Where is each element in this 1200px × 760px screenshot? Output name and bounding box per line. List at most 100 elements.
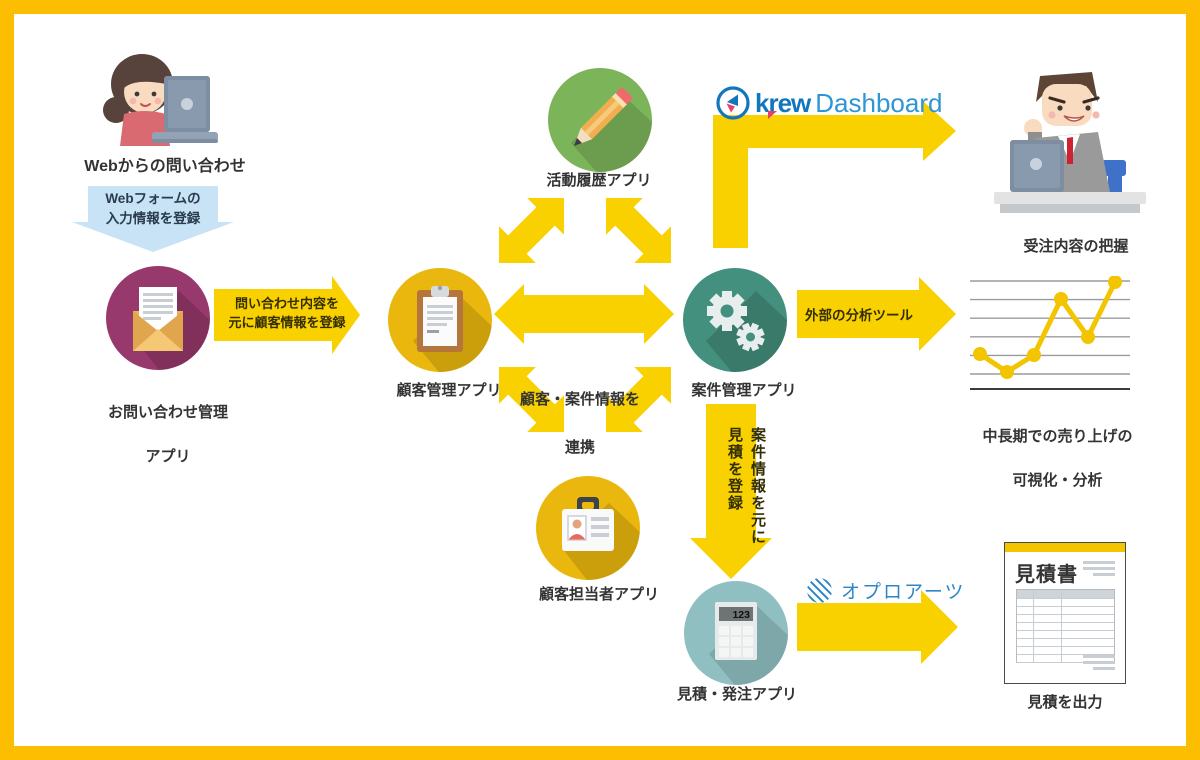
activity-app-circle [548, 68, 652, 172]
chart-data-point [1108, 276, 1122, 289]
arrow-case-to-estimate [690, 404, 772, 579]
quote-table-cell [1017, 607, 1035, 614]
quote-table-cell [1017, 655, 1035, 662]
inquiry-app-circle [106, 266, 210, 370]
quote-output-label: 見積を出力 [1027, 694, 1103, 711]
activity-app-label: 活動履歴アプリ [546, 172, 652, 189]
quote-table-row [1017, 639, 1114, 647]
krew-pink-accent [768, 111, 777, 119]
estimate-app-circle: 123 [684, 581, 788, 685]
link-note-line1: 顧客・案件情報を [519, 391, 640, 408]
arrow-inquiry-to-customer [214, 276, 360, 354]
quote-table-row [1017, 631, 1114, 639]
register-estimate-col1: 案件情報を元に [749, 427, 766, 546]
sales-chart-label: 中長期での売り上げの 可視化・分析 [955, 404, 1160, 492]
krew-dashboard-logo: krew Dashboard [716, 84, 942, 122]
web-form-arrow-text: Webフォームの 入力情報を登録 [73, 189, 233, 229]
quote-table-cell [1017, 615, 1035, 622]
quote-table-cell [1017, 623, 1035, 630]
quote-table-cell [1062, 623, 1114, 630]
quote-table-row [1017, 599, 1114, 607]
quote-table-cell [1062, 607, 1114, 614]
quote-table-cell [1017, 639, 1035, 646]
arrow-customer-case-double [494, 284, 674, 344]
chart-data-point [1027, 348, 1041, 362]
inquiry-app-label-line1: お問い合わせ管理 [107, 404, 228, 421]
web-inquiry-label: Webからの問い合わせ [84, 158, 246, 175]
quote-table-cell [1034, 631, 1062, 638]
web-form-arrow-line2: 入力情報を登録 [105, 211, 201, 226]
arrow-external-tool [797, 277, 956, 351]
quote-table-row [1017, 647, 1114, 655]
case-app-circle [683, 268, 787, 372]
diagram-background: Webからの問い合わせ Webフォームの 入力情報を登録 [14, 14, 1186, 746]
register-customer-line1: 問い合わせ内容を [234, 296, 339, 311]
calculator-icon: 123 [715, 602, 757, 660]
krew-logo-icon [716, 86, 750, 120]
arrow-estimate-to-quote [797, 590, 958, 664]
quote-table-cell [1017, 599, 1035, 606]
register-estimate-col2: 見積を登録 [726, 427, 743, 512]
quote-table-cell [1034, 615, 1062, 622]
quote-table-cell [1017, 631, 1035, 638]
calculator-display: 123 [732, 609, 750, 621]
customer-app-label: 顧客管理アプリ [396, 382, 502, 399]
chart-line-series [978, 280, 1118, 375]
external-tool-arrow-text: 外部の分析ツール [805, 308, 913, 323]
quote-table-cell [1034, 623, 1062, 630]
quote-table-cell [1062, 647, 1114, 654]
quote-table-cell [1034, 647, 1062, 654]
case-app-label: 案件管理アプリ [691, 382, 797, 399]
quote-table-row [1017, 655, 1114, 663]
opro-arts-logo: オプロアーツ [806, 577, 965, 604]
id-badge-icon [562, 497, 614, 551]
quote-document: 見積書 [1004, 542, 1126, 684]
quote-table-cell [1034, 655, 1062, 662]
contact-app-label: 顧客担当者アプリ [538, 586, 659, 603]
woman-at-laptop-illustration [103, 54, 218, 146]
quote-table-cell [1034, 590, 1062, 598]
arrow-case-contact-double [606, 367, 671, 432]
quote-table-row [1017, 607, 1114, 615]
quote-table-cell [1062, 631, 1114, 638]
sales-line-chart [970, 276, 1130, 390]
inquiry-app-label-line2: アプリ [145, 448, 191, 465]
order-grasp-label: 受注内容の把握 [1023, 238, 1129, 255]
quote-table-cell [1034, 607, 1062, 614]
quote-document-table [1016, 589, 1115, 663]
web-form-arrow-line1: Webフォームの [105, 191, 201, 206]
chart-data-point [1000, 365, 1014, 379]
link-note-line2: 連携 [564, 439, 595, 456]
quote-table-header-row [1017, 590, 1114, 599]
arrow-customer-activity-double [499, 198, 564, 263]
contact-app-circle [536, 476, 640, 580]
register-customer-line2: 元に顧客情報を登録 [228, 315, 346, 330]
quote-document-title: 見積書 [1015, 564, 1078, 586]
quote-table-cell [1034, 599, 1062, 606]
arrow-case-to-dashboard [713, 101, 956, 248]
man-at-desk-illustration [994, 72, 1146, 213]
sales-chart-label-line1: 中長期での売り上げの [982, 428, 1133, 445]
krew-logo-text: krew [755, 87, 811, 118]
quote-table-cell [1062, 639, 1114, 646]
arrow-web-form-down [72, 186, 234, 252]
quote-table-cell [1017, 647, 1035, 654]
krew-dashboard-text: Dashboard [815, 87, 943, 118]
quote-table-cell [1017, 590, 1035, 598]
gears-icon [707, 291, 765, 352]
arrow-customer-contact-double [499, 367, 564, 432]
chart-data-point [1081, 330, 1095, 344]
inquiry-app-label: お問い合わせ管理 アプリ [78, 380, 258, 468]
quote-table-cell [1034, 639, 1062, 646]
clipboard-icon [417, 285, 463, 352]
opro-logo-text: オプロアーツ [841, 582, 966, 603]
register-customer-arrow-text: 問い合わせ内容を 元に顧客情報を登録 [214, 294, 360, 332]
quote-table-cell [1062, 599, 1114, 606]
link-note-text: 顧客・案件情報を 連携 [490, 364, 670, 460]
register-estimate-arrow-text: 案件情報を元に 見積を登録 [723, 427, 769, 546]
chart-data-point [973, 347, 987, 361]
quote-table-cell [1062, 615, 1114, 622]
quote-table-cell [1062, 590, 1114, 598]
